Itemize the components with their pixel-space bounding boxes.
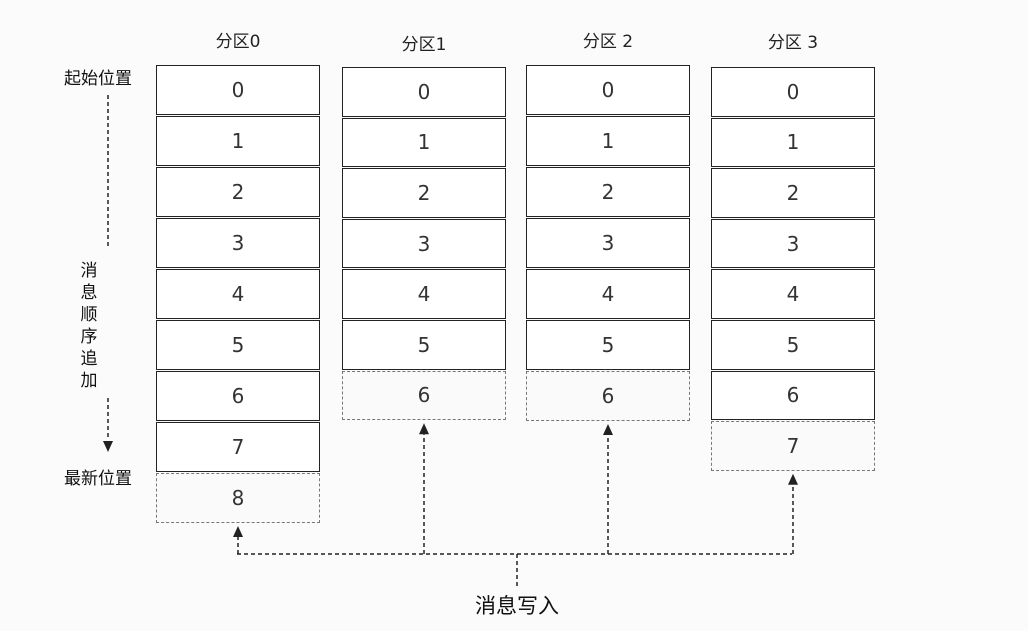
message-offset-cell: 2 bbox=[526, 167, 690, 217]
pending-offset-cell: 8 bbox=[156, 473, 320, 523]
order-arrow-icon bbox=[103, 441, 113, 452]
message-offset-cell: 2 bbox=[342, 168, 506, 218]
write-arrow-icon bbox=[419, 423, 429, 435]
append-order-char: 追 bbox=[80, 349, 98, 369]
message-offset-cell: 4 bbox=[156, 269, 320, 319]
message-offset-cell: 6 bbox=[711, 370, 875, 421]
append-order-char: 顺 bbox=[80, 305, 98, 325]
partition-title: 分区0 bbox=[215, 32, 261, 52]
message-offset-cell: 0 bbox=[342, 67, 506, 117]
message-offset-cell: 0 bbox=[711, 67, 875, 117]
message-offset-cell: 1 bbox=[711, 117, 875, 168]
message-offset-cell: 3 bbox=[156, 218, 320, 268]
message-offset-cell: 1 bbox=[526, 116, 690, 166]
message-offset-cell: 5 bbox=[526, 320, 690, 370]
message-write-label: 消息写入 bbox=[475, 594, 559, 618]
latest-position-label: 最新位置 bbox=[64, 469, 132, 489]
message-offset-cell: 3 bbox=[711, 218, 875, 269]
partition-title: 分区1 bbox=[401, 35, 447, 55]
message-offset-cell: 0 bbox=[526, 65, 690, 115]
message-offset-cell: 5 bbox=[711, 320, 875, 370]
partition-title: 分区 2 bbox=[582, 32, 634, 52]
append-order-char: 消 bbox=[80, 261, 98, 281]
append-order-char: 加 bbox=[80, 371, 98, 391]
message-offset-cell: 5 bbox=[342, 320, 506, 370]
message-offset-cell: 6 bbox=[156, 371, 320, 421]
append-order-char: 息 bbox=[80, 283, 98, 303]
message-offset-cell: 7 bbox=[156, 422, 320, 472]
message-offset-cell: 1 bbox=[156, 116, 320, 166]
pending-offset-cell: 6 bbox=[342, 370, 506, 421]
write-arrow-icon bbox=[233, 526, 243, 537]
message-offset-cell: 1 bbox=[342, 117, 506, 168]
message-offset-cell: 4 bbox=[526, 269, 690, 319]
message-offset-cell: 2 bbox=[711, 168, 875, 218]
message-offset-cell: 2 bbox=[156, 167, 320, 217]
append-order-char: 序 bbox=[80, 327, 98, 347]
message-offset-cell: 3 bbox=[526, 218, 690, 268]
pending-offset-cell: 6 bbox=[526, 371, 690, 421]
message-offset-cell: 4 bbox=[711, 269, 875, 319]
write-arrow-icon bbox=[788, 473, 798, 485]
pending-offset-cell: 7 bbox=[711, 421, 875, 471]
message-offset-cell: 4 bbox=[342, 269, 506, 319]
partition-title: 分区 3 bbox=[767, 33, 819, 53]
message-offset-cell: 5 bbox=[156, 320, 320, 370]
message-offset-cell: 3 bbox=[342, 218, 506, 269]
start-position-label: 起始位置 bbox=[64, 69, 132, 89]
write-arrow-icon bbox=[603, 424, 613, 435]
message-offset-cell: 0 bbox=[156, 65, 320, 115]
